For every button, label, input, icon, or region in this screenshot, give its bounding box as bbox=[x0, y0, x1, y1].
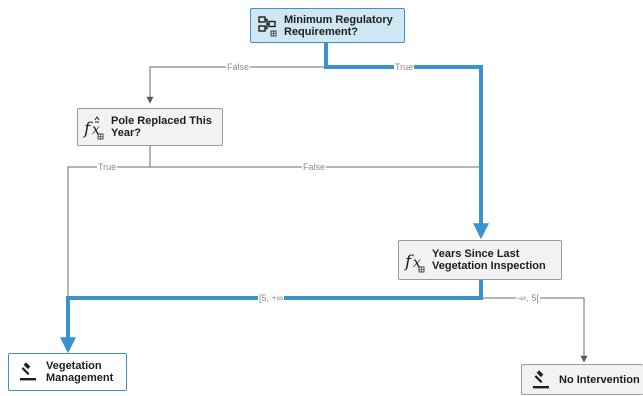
edge-label-years-low: -∞, 5[ bbox=[516, 293, 540, 303]
svg-text:f: f bbox=[404, 252, 414, 272]
edge-years-high bbox=[60, 280, 483, 354]
edge-label-root-true: True bbox=[394, 62, 415, 72]
node-root-label-line1: Minimum Regulatory bbox=[284, 13, 393, 26]
node-years-label-line2: Vegetation Inspection bbox=[432, 260, 546, 272]
node-veg-label-line2: Management bbox=[46, 372, 114, 384]
node-vegetation-management[interactable]: Vegetation Management bbox=[8, 353, 127, 391]
node-veg-label-line1: Vegetation bbox=[46, 360, 102, 372]
node-pole-label-line1: Pole Replaced This bbox=[111, 115, 212, 127]
node-no-intervention[interactable]: No Intervention bbox=[521, 364, 643, 395]
gavel-icon bbox=[533, 369, 549, 388]
edge-label-root-false: False bbox=[226, 62, 251, 72]
svg-text:x: x bbox=[413, 255, 421, 271]
edge-label-years-high: [5, +∞ bbox=[258, 293, 285, 303]
node-years-label-line1: Years Since Last bbox=[432, 248, 520, 260]
function-icon: f x bbox=[404, 252, 425, 273]
svg-text:x: x bbox=[92, 122, 100, 138]
node-years-since-last-inspection[interactable]: f x Years Since Last Vegetation Inspecti… bbox=[398, 240, 562, 280]
edge-pole-true bbox=[67, 166, 150, 298]
edge-label-pole-false: False bbox=[302, 162, 327, 172]
gavel-icon bbox=[20, 362, 36, 381]
edge-label-pole-true: True bbox=[97, 162, 118, 172]
decision-tree-icon bbox=[258, 15, 277, 36]
node-pole-replaced-this-year[interactable]: f x Pole Replaced This Year? bbox=[77, 108, 223, 146]
node-minimum-regulatory-requirement[interactable]: Minimum Regulatory Requirement? bbox=[250, 8, 405, 43]
node-noint-label: No Intervention bbox=[559, 373, 640, 386]
function-icon: f x bbox=[83, 116, 104, 140]
node-root-label-line2: Requirement? bbox=[284, 25, 358, 38]
svg-text:f: f bbox=[83, 119, 93, 139]
node-pole-label-line2: Year? bbox=[111, 127, 141, 139]
